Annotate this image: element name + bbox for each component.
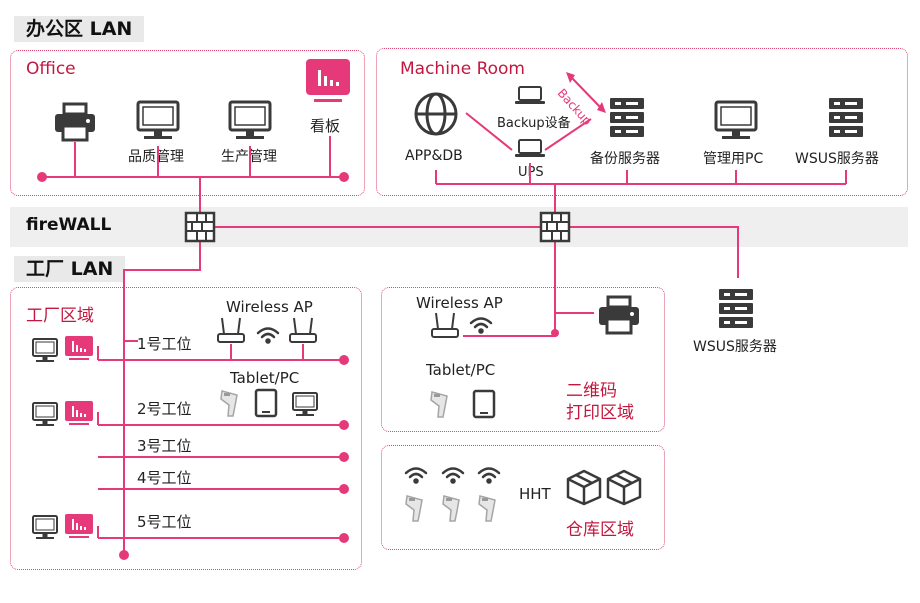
station-label-5: 5号工位: [137, 513, 192, 531]
firewall-icon-office: [184, 211, 216, 243]
device-label-backup-device: Backup设备: [497, 116, 571, 131]
qr-tablet-pc-label: Tablet/PC: [426, 361, 496, 379]
qr-ap-dot: [551, 329, 559, 337]
tablet-icon-factory: [254, 388, 278, 418]
access-point-icon-right: [289, 317, 317, 343]
appdb-to-ups-link: [465, 112, 513, 151]
laptop-icon-backup-device: [514, 86, 546, 105]
office-zone: [10, 50, 365, 196]
endpoint-dots: [37, 172, 559, 560]
qr-zone-title-1: 二维码: [566, 381, 617, 401]
firewall-icon-machine-room: [539, 211, 571, 243]
monitor-icon-production: [228, 100, 272, 141]
factory-tablet-pc-label: Tablet/PC: [230, 369, 300, 387]
wifi-icon-warehouse-1: [404, 467, 428, 484]
scanner-icon-warehouse-3: [478, 495, 496, 522]
monitor-icon-admin: [714, 100, 758, 141]
firewall-label: fireWALL: [26, 215, 112, 235]
kanban-icon-station-5: [65, 514, 93, 538]
box-icon-1: [566, 469, 602, 506]
qr-print-zone: [381, 287, 665, 432]
wifi-icon-warehouse-2: [441, 467, 465, 484]
device-label-appdb: APP&DB: [405, 148, 463, 164]
machine-room-zone: [376, 48, 908, 196]
box-icon-2: [606, 469, 642, 506]
device-label-wsus-server: WSUS服务器: [795, 151, 879, 167]
backup-arrow-line: [571, 77, 602, 109]
laptop-icon-ups: [514, 139, 546, 158]
monitor-icon-station-1: [32, 338, 58, 363]
scanner-icon-warehouse-1: [405, 495, 423, 522]
office-lan-banner: 办公区 LAN: [14, 16, 145, 42]
device-label-backup-server: 备份服务器: [590, 151, 660, 167]
server-icon-wsus: [829, 98, 863, 137]
monitor-icon-station-2: [32, 402, 58, 427]
wifi-icon-warehouse-3: [477, 467, 501, 484]
factory-trunk-dot: [119, 550, 129, 560]
station-label-2: 2号工位: [137, 400, 192, 418]
monitor-icon-station-5: [32, 515, 58, 540]
station-bus-dot-4: [339, 484, 349, 494]
office-bus-dot-left: [37, 172, 47, 182]
factory-lan-banner: 工厂 LAN: [14, 256, 126, 282]
warehouse-zone: [381, 445, 665, 550]
printer-icon-qr: [597, 295, 641, 335]
kanban-icon-station-1: [65, 336, 93, 360]
ups-to-backup-server-link: [544, 118, 592, 151]
station-label-1: 1号工位: [137, 335, 192, 353]
factory-wireless-ap-label: Wireless AP: [226, 298, 313, 316]
machine-room-title: Machine Room: [400, 59, 525, 79]
monitor-icon-factory-pc: [292, 392, 318, 417]
warehouse-title: 仓库区域: [566, 520, 634, 540]
station-bus-dot-2: [339, 420, 349, 430]
factory-zone: [10, 287, 362, 570]
scanner-icon-warehouse-2: [442, 495, 460, 522]
network-links: [42, 72, 847, 555]
kanban-board-icon: [306, 59, 350, 102]
scanner-icon-qr: [430, 391, 448, 418]
tablet-icon-qr: [472, 389, 496, 419]
device-icons: [32, 59, 863, 540]
firewall-to-qr-link: [463, 240, 556, 337]
device-label-quality: 品质管理: [128, 149, 184, 165]
office-bus-dot-right: [339, 172, 349, 182]
qr-wireless-ap-label: Wireless AP: [416, 294, 503, 312]
printer-icon: [53, 102, 97, 142]
scanner-icon-factory: [220, 390, 238, 417]
device-label-admin-pc: 管理用PC: [703, 151, 764, 167]
station-bus-dot-3: [339, 452, 349, 462]
monitor-icon-quality: [136, 100, 180, 141]
external-wsus-label: WSUS服务器: [693, 339, 777, 355]
backup-arrow-heads: [566, 72, 606, 113]
wifi-icon-qr: [469, 317, 493, 334]
firewall-to-factory-link: [123, 240, 201, 555]
access-point-icon-qr: [431, 312, 459, 338]
globe-icon: [414, 92, 458, 136]
qr-zone-title-2: 打印区域: [566, 403, 634, 423]
station-bus-dot-1: [339, 355, 349, 365]
factory-title: 工厂区域: [26, 306, 94, 326]
station-label-3: 3号工位: [137, 437, 192, 455]
server-icon-backup: [610, 98, 644, 137]
access-point-icon-left: [217, 317, 245, 343]
device-label-kanban: 看板: [310, 117, 341, 135]
wifi-icon-factory: [256, 327, 280, 344]
hht-label: HHT: [519, 485, 551, 503]
office-title: Office: [26, 59, 76, 79]
kanban-icon-station-2: [65, 401, 93, 425]
station-label-4: 4号工位: [137, 469, 192, 487]
station-bus-dot-5: [339, 533, 349, 543]
firewall-band-link: [214, 226, 739, 278]
server-icon-external-wsus: [719, 289, 753, 328]
